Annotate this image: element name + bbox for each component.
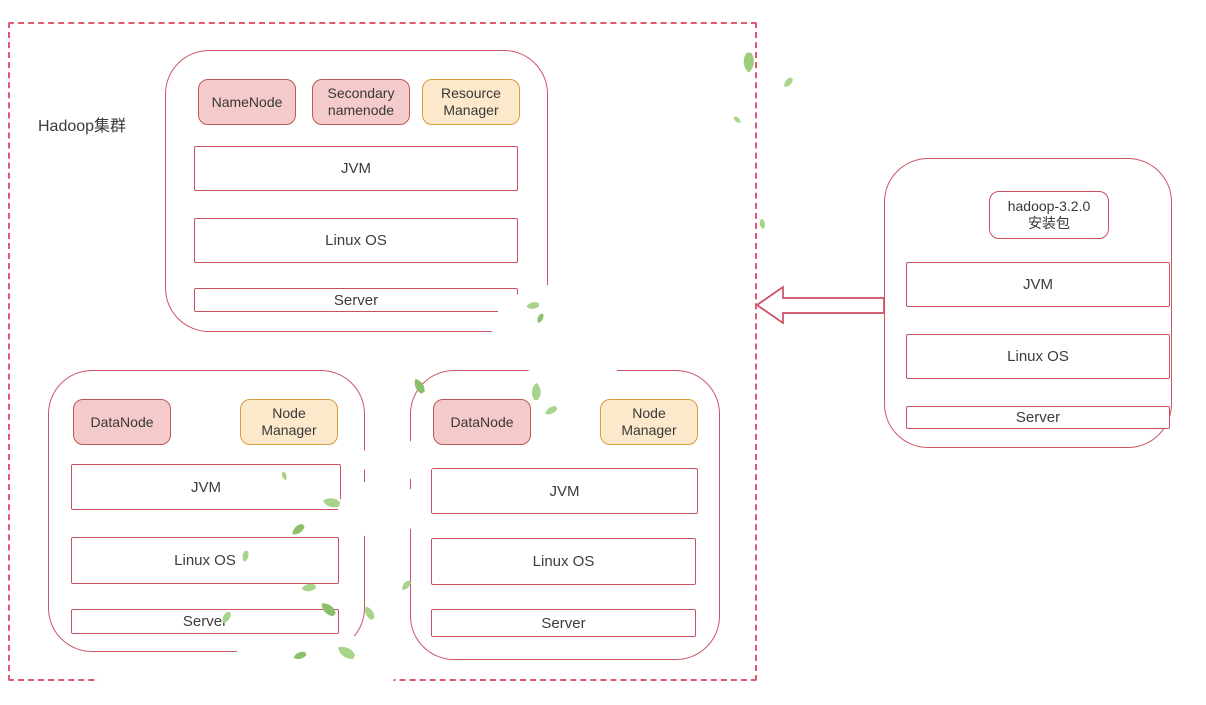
worker-node-box-2: DataNode Node Manager JVM Linux OS Serve… <box>410 370 720 660</box>
master-node-box: NameNode Secondary namenode Resource Man… <box>165 50 548 332</box>
worker1-layer-server-label: Server <box>182 613 228 630</box>
resource-manager-line1: Resource <box>441 85 501 102</box>
namenode-badge: NameNode <box>198 79 296 125</box>
worker2-layer-jvm-label: JVM <box>549 482 580 500</box>
worker2-layer-linux-os: Linux OS <box>431 538 696 585</box>
erase-artifact <box>98 658 394 694</box>
secondary-namenode-badge: Secondary namenode <box>312 79 410 125</box>
package-layer-jvm-label: JVM <box>1023 276 1053 293</box>
master-layer-linux-os-label: Linux OS <box>325 232 387 249</box>
leaf-icon <box>758 218 766 230</box>
resource-manager-line2: Manager <box>443 102 499 118</box>
datanode-badge: DataNode <box>73 399 171 445</box>
package-layer-server: Server <box>906 406 1170 429</box>
package-layer-linux-os-label: Linux OS <box>1007 348 1069 365</box>
namenode-badge-label: NameNode <box>211 93 283 110</box>
secondary-namenode-line1: Secondary <box>327 85 395 102</box>
master-layer-server: Server <box>194 288 518 312</box>
erase-artifact <box>236 636 366 658</box>
node-manager-badge: Node Manager <box>600 399 698 445</box>
master-layer-linux-os: Linux OS <box>194 218 518 263</box>
worker2-layer-server: Server <box>431 609 696 637</box>
resource-manager-badge: Resource Manager <box>422 79 520 125</box>
erase-artifact <box>545 348 617 392</box>
master-layer-server-label: Server <box>333 291 379 309</box>
node-manager-badge: Node Manager <box>240 399 338 445</box>
datanode-badge-label: DataNode <box>450 413 514 430</box>
worker1-layer-linux-os-label: Linux OS <box>174 552 236 569</box>
worker1-layer-jvm: JVM <box>71 464 341 510</box>
erase-artifact <box>360 440 436 480</box>
secondary-namenode-line2: namenode <box>327 102 395 118</box>
worker1-layer-server: Server <box>71 609 339 634</box>
package-layer-jvm: JVM <box>906 262 1170 307</box>
worker2-layer-linux-os-label: Linux OS <box>532 553 595 570</box>
package-title-badge: hadoop-3.2.0 安装包 <box>989 191 1109 239</box>
package-title-line2: 安装包 <box>1028 215 1070 231</box>
master-layer-jvm: JVM <box>194 146 518 191</box>
erase-artifact <box>338 480 422 538</box>
worker1-layer-jvm-label: JVM <box>191 478 221 496</box>
leaf-icon <box>781 76 795 88</box>
worker-node-box-1: DataNode Node Manager JVM Linux OS Serve… <box>48 370 365 652</box>
node-manager-line2: Manager <box>621 422 677 438</box>
datanode-badge: DataNode <box>433 399 531 445</box>
package-title-line1: hadoop-3.2.0 <box>1007 198 1091 215</box>
master-layer-jvm-label: JVM <box>341 160 371 177</box>
node-manager-line1: Node <box>272 405 306 422</box>
worker2-layer-server-label: Server <box>541 614 586 632</box>
cluster-label: Hadoop集群 <box>38 118 127 135</box>
package-layer-linux-os: Linux OS <box>906 334 1170 379</box>
datanode-badge-label: DataNode <box>90 413 154 430</box>
node-manager-line1: Node <box>632 405 666 422</box>
hadoop-package-box: hadoop-3.2.0 安装包 JVM Linux OS Server <box>884 158 1172 448</box>
worker1-layer-linux-os: Linux OS <box>71 537 339 584</box>
worker2-layer-jvm: JVM <box>431 468 698 514</box>
package-layer-server-label: Server <box>1015 409 1061 426</box>
node-manager-line2: Manager <box>261 422 317 438</box>
